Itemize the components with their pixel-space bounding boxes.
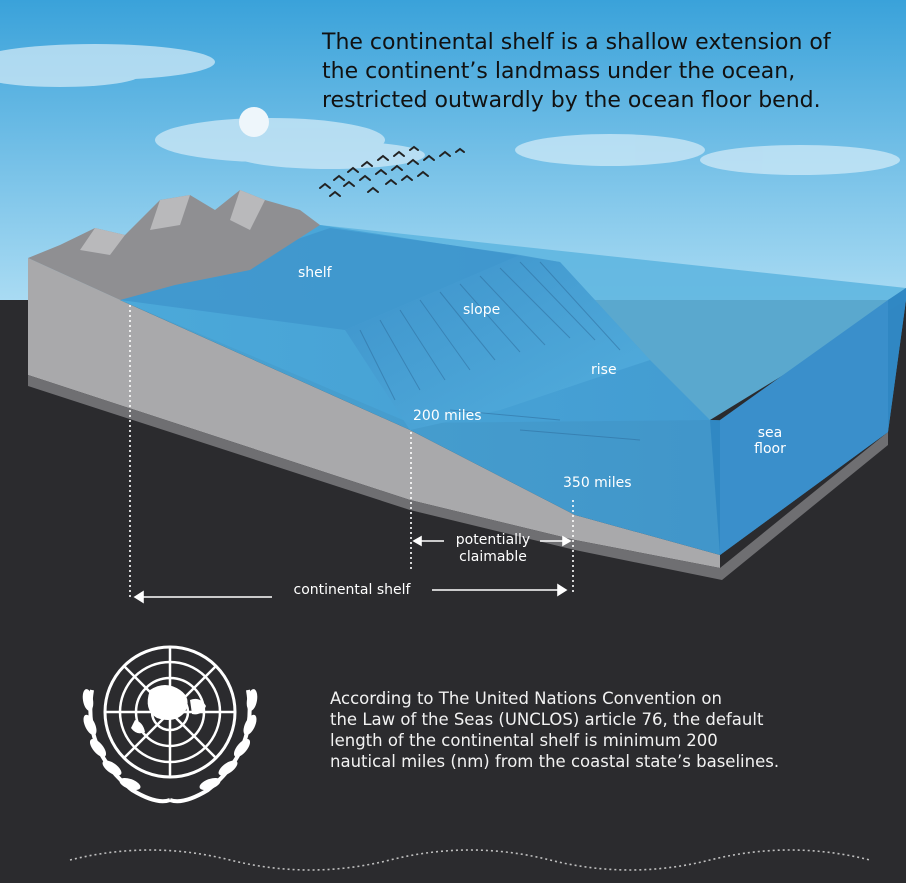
intro-line-1: The continental shelf is a shallow exten…: [322, 30, 831, 55]
potentially-claimable-label: potentially claimable: [445, 532, 541, 566]
claimable-line-2: claimable: [459, 549, 527, 565]
clouds: [0, 44, 900, 175]
sun-icon: [239, 107, 269, 137]
unclos-line-1: According to The United Nations Conventi…: [330, 689, 722, 708]
un-emblem-icon: [82, 645, 258, 804]
intro-text: The continental shelf is a shallow exten…: [322, 28, 882, 115]
intro-line-3: restricted outwardly by the ocean floor …: [322, 88, 821, 113]
shelf-surface: [120, 228, 520, 330]
mountain-highlights: [80, 190, 265, 255]
marker-200-miles: 200 miles: [413, 408, 482, 424]
slope-texture: [359, 261, 641, 441]
zone-label-rise: rise: [591, 362, 617, 378]
zone-label-sea-floor: sea floor: [745, 425, 795, 457]
sea-floor-line-1: sea: [757, 425, 783, 441]
sea-floor-line-2: floor: [754, 441, 786, 457]
zone-label-slope: slope: [463, 302, 501, 318]
marker-350-miles: 350 miles: [563, 475, 632, 491]
unclos-text: According to The United Nations Conventi…: [330, 688, 890, 772]
continental-shelf-label: continental shelf: [293, 582, 411, 598]
claimable-line-1: potentially: [455, 532, 531, 548]
continental-shelf-arrows: [133, 583, 568, 604]
zone-label-shelf: shelf: [298, 265, 332, 281]
claimable-arrows: [412, 535, 572, 547]
intro-line-2: the continent’s landmass under the ocean…: [322, 59, 796, 84]
unclos-line-4: nautical miles (nm) from the coastal sta…: [330, 752, 780, 771]
ground-cross-section: [28, 258, 720, 568]
unclos-line-2: the Law of the Seas (UNCLOS) article 76,…: [330, 710, 764, 729]
wavy-divider: [69, 849, 871, 871]
birds-flock: [319, 145, 465, 197]
dotted-guides: [129, 305, 574, 600]
sea-floor-face: [720, 300, 888, 555]
unclos-line-3: length of the continental shelf is minim…: [330, 731, 718, 750]
